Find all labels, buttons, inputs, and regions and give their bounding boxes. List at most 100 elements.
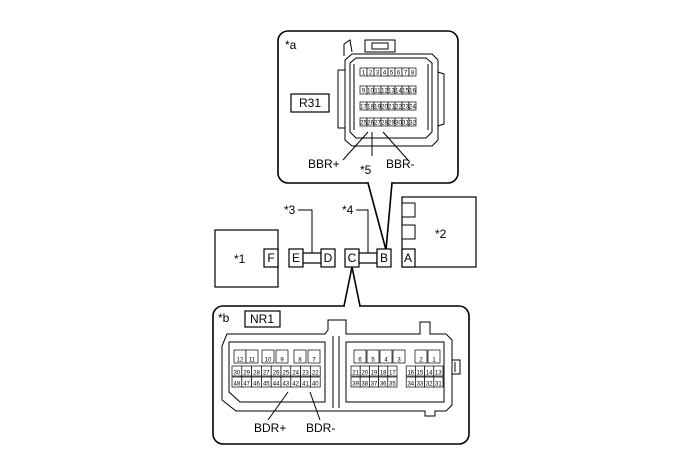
r31-pin-1: 1 [362, 71, 366, 77]
bbr-minus-label: BBR- [386, 157, 415, 171]
nr1-pin-10: 10 [265, 358, 272, 364]
nr1-pin-30: 30 [234, 371, 241, 377]
nr1-pin-1-cell [427, 349, 441, 364]
r31-pin-17: 17 [360, 105, 367, 111]
nr1-pin-2-cell [414, 349, 428, 364]
nr1-pin-29: 29 [243, 371, 250, 377]
nr1-pin-26: 26 [273, 371, 280, 377]
r31-pin-16-cell [408, 85, 417, 95]
nr1-pin-13-cell [433, 365, 444, 377]
nr1-pin-7-cell [307, 349, 321, 364]
connector-e: E [292, 251, 300, 265]
nr1-connector-drawing [221, 319, 461, 417]
r31-pin-12: 12 [381, 89, 388, 95]
r31-connector-label: R31 [299, 96, 321, 110]
nr1-pin-1: 1 [432, 358, 436, 364]
nr1-pin-9-cell [275, 349, 289, 364]
nr1-pin-35-cell [387, 376, 398, 388]
r31-pin-7: 7 [404, 71, 408, 77]
nr1-pin-33: 33 [417, 382, 424, 388]
nr1-pin-48: 48 [234, 382, 241, 388]
nr1-pin-4-cell [379, 349, 393, 364]
nr1-pin-8: 8 [298, 358, 302, 364]
r31-pin-24: 24 [409, 105, 416, 111]
nr1-pin-12: 12 [237, 358, 244, 364]
r31-pin-32-cell [408, 117, 417, 127]
nr1-pin-17-cell [387, 365, 398, 377]
r31-pin-24-cell [408, 101, 417, 111]
nr1-pin-40-cell [310, 376, 321, 388]
bbr-plus-label: BBR+ [308, 157, 340, 171]
r31-pin-31: 31 [402, 121, 409, 127]
connector-c: C [348, 251, 357, 265]
bdr-minus-label: BDR- [306, 421, 335, 435]
r31-pin-10: 10 [367, 89, 374, 95]
r31-pin-20: 20 [381, 105, 388, 111]
nr1-pin-19: 19 [371, 371, 378, 377]
r31-pin-30: 30 [395, 121, 402, 127]
r31-pin-22: 22 [395, 105, 402, 111]
connector-b: B [380, 251, 388, 265]
nr1-pin-34: 34 [407, 382, 414, 388]
nr1-pin-28: 28 [253, 371, 260, 377]
r31-pin-6: 6 [397, 71, 401, 77]
nr1-pin-24: 24 [292, 371, 299, 377]
nr1-pin-20: 20 [361, 371, 368, 377]
r31-pin-13: 13 [388, 89, 395, 95]
callout-3: *3 [284, 203, 296, 217]
nr1-pin-2: 2 [419, 358, 423, 364]
callout-4: *4 [342, 203, 354, 217]
nr1-pin-45: 45 [263, 382, 270, 388]
nr1-pin-22: 22 [312, 371, 319, 377]
callout-1: *1 [234, 252, 246, 266]
r31-pin-11: 11 [374, 89, 381, 95]
nr1-pin-16: 16 [407, 371, 414, 377]
nr1-pin-9: 9 [280, 358, 284, 364]
nr1-pin-3-cell [392, 349, 406, 364]
bdr-plus-label: BDR+ [254, 421, 286, 435]
nr1-pin-8-cell [293, 349, 307, 364]
pin-callout-5: *5 [360, 163, 372, 177]
nr1-pin-39: 39 [352, 382, 359, 388]
r31-pin-3: 3 [376, 71, 380, 77]
nr1-pin-42: 42 [292, 382, 299, 388]
nr1-pin-6-cell [353, 349, 367, 364]
nr1-pin-38: 38 [361, 382, 368, 388]
harness-layout: *1 F E D *3 C B *4 A *2 [214, 196, 477, 288]
r31-pin-27: 27 [374, 121, 381, 127]
nr1-pin-46: 46 [253, 382, 260, 388]
nr1-pin-44: 44 [273, 382, 280, 388]
connector-f: F [267, 251, 274, 265]
nr1-pin-27: 27 [263, 371, 270, 377]
r31-pin-9: 9 [362, 89, 366, 95]
nr1-pin-17: 17 [389, 371, 396, 377]
nr1-pin-5: 5 [371, 358, 375, 364]
nr1-pin-32: 32 [426, 382, 433, 388]
nr1-pin-11: 11 [249, 358, 256, 364]
r31-pin-32: 32 [409, 121, 416, 127]
nr1-pin-4: 4 [384, 358, 388, 364]
nr1-pin-40: 40 [312, 382, 319, 388]
nr1-pin-21: 21 [352, 371, 359, 377]
nr1-pin-31: 31 [435, 382, 442, 388]
r31-pin-23: 23 [402, 105, 409, 111]
connector-a: A [404, 251, 412, 265]
nr1-pin-15: 15 [417, 371, 424, 377]
nr1-pin-7: 7 [312, 358, 316, 364]
callout-b: *b [218, 311, 230, 325]
callout-a: *a [285, 38, 297, 52]
nr1-pin-11-cell [245, 349, 259, 364]
nr1-pin-41: 41 [302, 382, 309, 388]
nr1-pin-35: 35 [389, 382, 396, 388]
r31-pin-4: 4 [383, 71, 387, 77]
r31-pin-18: 18 [367, 105, 374, 111]
nr1-pin-43: 43 [283, 382, 290, 388]
r31-pin-8-cell [408, 67, 417, 77]
nr1-connector-label: NR1 [250, 312, 274, 326]
nr1-pin-13: 13 [435, 371, 442, 377]
nr1-pin-3: 3 [397, 358, 401, 364]
r31-pin-25: 25 [360, 121, 367, 127]
